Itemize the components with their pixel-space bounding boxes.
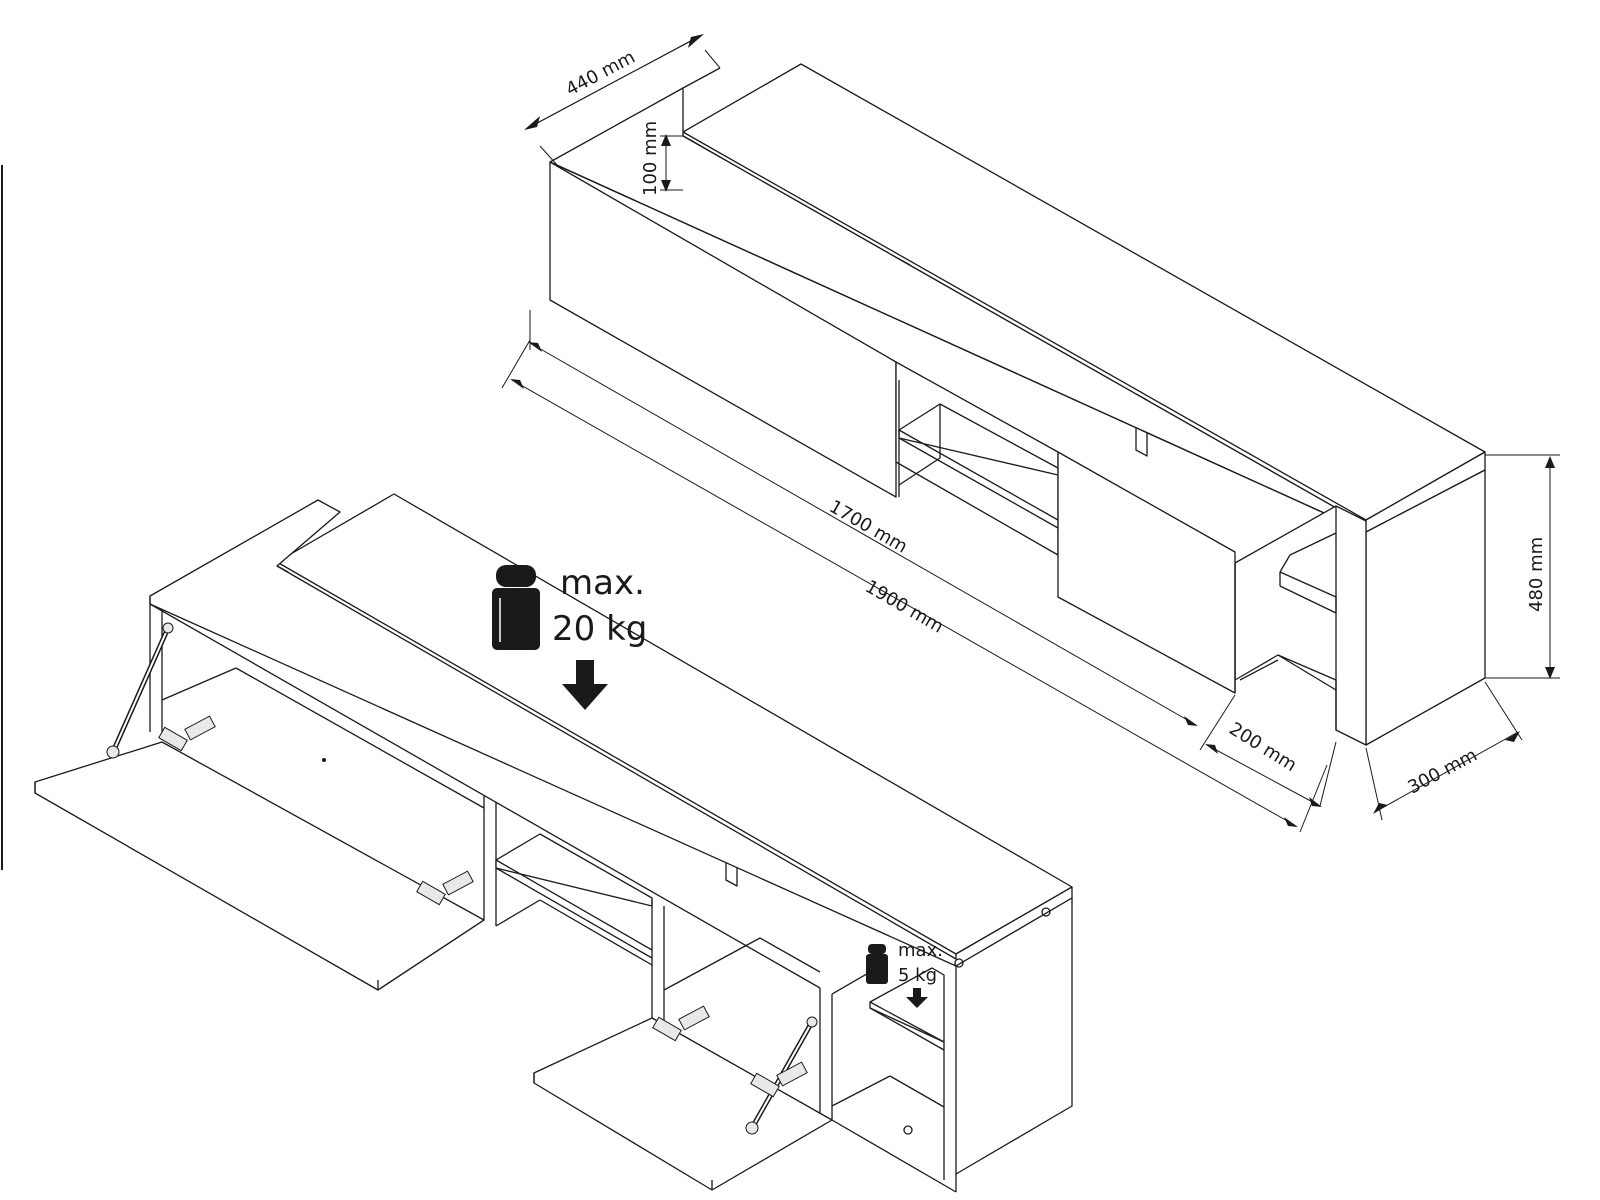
dim-height-label: 480 mm xyxy=(1526,537,1547,612)
dimension-top-height: 100 mm xyxy=(640,121,683,196)
open-middle-shelf xyxy=(495,833,653,907)
open-side-shelf xyxy=(869,967,945,1043)
hinge-icon xyxy=(158,715,216,752)
right-compartment xyxy=(1234,505,1367,746)
down-arrow-icon xyxy=(906,988,928,1008)
open-cabinet-view xyxy=(34,493,1073,1193)
load-shelf-line1: max. xyxy=(898,940,943,961)
right-door-open xyxy=(533,1017,833,1191)
dim-top-height-label: 100 mm xyxy=(640,121,661,196)
dim-side-depth-label: 300 mm xyxy=(1404,745,1480,799)
load-top-line2: 20 kg xyxy=(552,609,647,649)
gas-strut-icon xyxy=(106,622,174,759)
left-door-open xyxy=(34,741,485,991)
open-body-top xyxy=(149,499,1073,967)
weight-icon xyxy=(866,944,888,984)
door-knob-dot xyxy=(322,758,326,762)
hinge-icon xyxy=(652,1005,710,1042)
load-top-line1: max. xyxy=(560,563,645,603)
hinge-icon xyxy=(416,870,474,906)
open-right-side xyxy=(955,897,1073,1175)
dim-depth-total-label: 440 mm xyxy=(562,47,638,101)
dim-side-gap-label: 200 mm xyxy=(1225,718,1300,776)
dim-inner-width-label: 1700 mm xyxy=(826,496,912,557)
left-door-closed xyxy=(549,161,897,498)
dimension-side-gap: 200 mm xyxy=(1199,694,1337,807)
down-arrow-icon xyxy=(562,660,608,710)
dimension-height: 480 mm xyxy=(1485,454,1560,679)
top-board xyxy=(682,63,1486,521)
weight-icon xyxy=(492,565,540,650)
load-shelf-line2: 5 kg xyxy=(898,965,937,986)
closed-cabinet-view xyxy=(549,63,1486,746)
dim-total-width-label: 1900 mm xyxy=(862,576,948,637)
hinge-icon xyxy=(750,1061,808,1098)
load-shelf: max. 5 kg xyxy=(866,940,943,1008)
right-door-closed xyxy=(1057,451,1236,694)
load-top: max. 20 kg xyxy=(492,563,647,710)
